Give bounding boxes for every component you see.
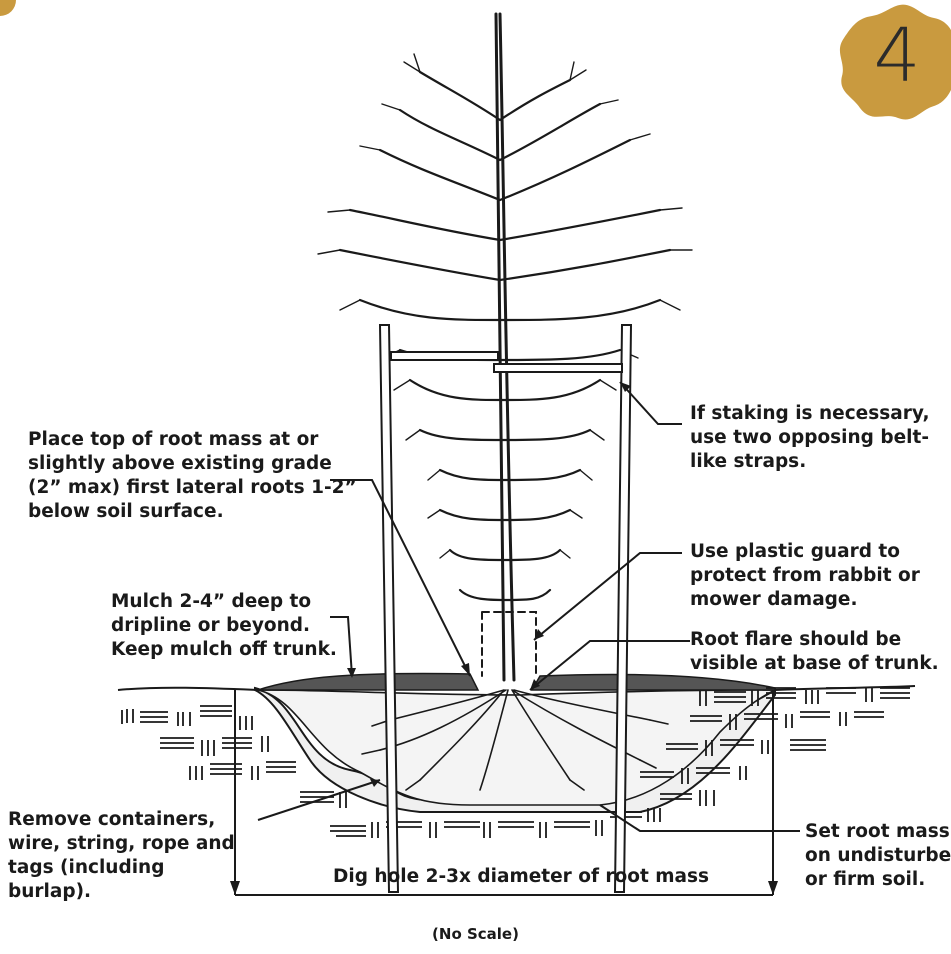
pit-soil-fill [258,690,775,805]
corner-accent-circle [0,0,16,16]
plastic-guard [482,612,536,676]
strap-right [494,364,622,372]
label-set-root-mass: Set root mass on undisturbed or firm soi… [805,820,951,892]
label-remove-containers: Remove containers, wire, string, rope an… [8,808,235,904]
label-staking: If staking is necessary, use two opposin… [690,402,930,474]
no-scale-note: (No Scale) [0,925,951,943]
label-plastic-guard: Use plastic guard to protect from rabbit… [690,540,920,612]
label-root-mass-top: Place top of root mass at or slightly ab… [28,428,357,524]
ground-line-left [118,688,258,690]
leader-remove-containers [258,780,380,820]
leader-plastic-guard [534,553,682,640]
strap-left [391,352,498,360]
step-number: 4 [841,0,951,112]
label-dig-hole: Dig hole 2-3x diameter of root mass [333,866,733,887]
stake-left [380,325,398,892]
label-mulch: Mulch 2-4” deep to dripline or beyond. K… [111,590,337,662]
label-root-flare: Root flare should be visible at base of … [690,628,939,676]
